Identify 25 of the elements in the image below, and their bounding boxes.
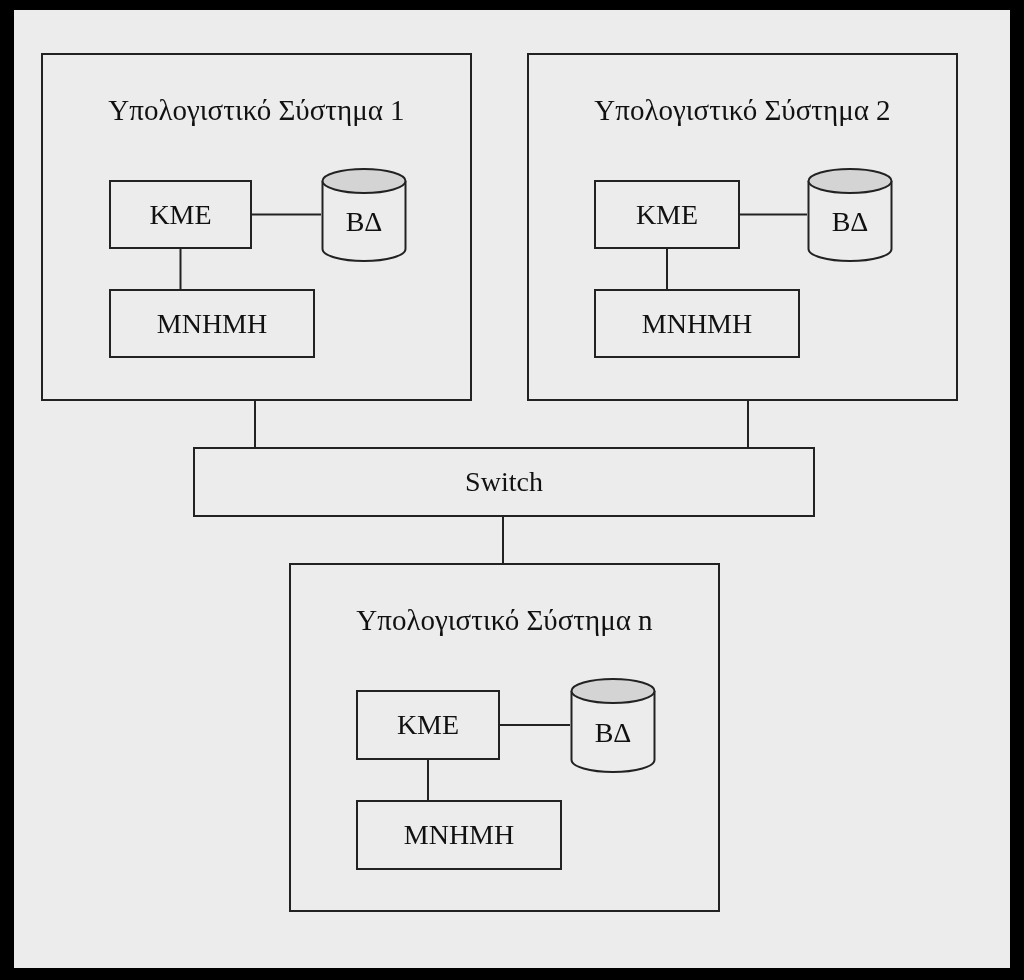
connector-line	[502, 516, 504, 564]
connector-line	[739, 213, 808, 216]
connector-line	[666, 248, 668, 290]
system-title: Υπολογιστικό Σύστημα 1	[107, 93, 406, 128]
connector-line	[179, 248, 182, 290]
system-box	[527, 53, 958, 401]
connector-line	[499, 724, 571, 726]
connector-line	[427, 759, 429, 801]
process-box: ΜΝΗΜΗ	[109, 289, 315, 358]
process-box: Switch	[193, 447, 815, 517]
connector-line	[747, 400, 749, 448]
process-box: ΜΝΗΜΗ	[594, 289, 800, 358]
connector-line	[251, 213, 322, 216]
connector-line	[254, 400, 256, 448]
process-box: ΚΜΕ	[356, 690, 500, 760]
system-box	[289, 563, 720, 912]
database-cylinder: ΒΔ	[807, 168, 893, 262]
process-box: ΜΝΗΜΗ	[356, 800, 562, 870]
process-box: ΚΜΕ	[594, 180, 740, 249]
system-title: Υπολογιστικό Σύστημα 2	[593, 93, 892, 128]
database-cylinder: ΒΔ	[321, 168, 407, 262]
system-title: Υπολογιστικό Σύστημα n	[355, 603, 654, 638]
system-box	[41, 53, 472, 401]
process-box: ΚΜΕ	[109, 180, 252, 249]
database-cylinder: ΒΔ	[570, 678, 656, 773]
